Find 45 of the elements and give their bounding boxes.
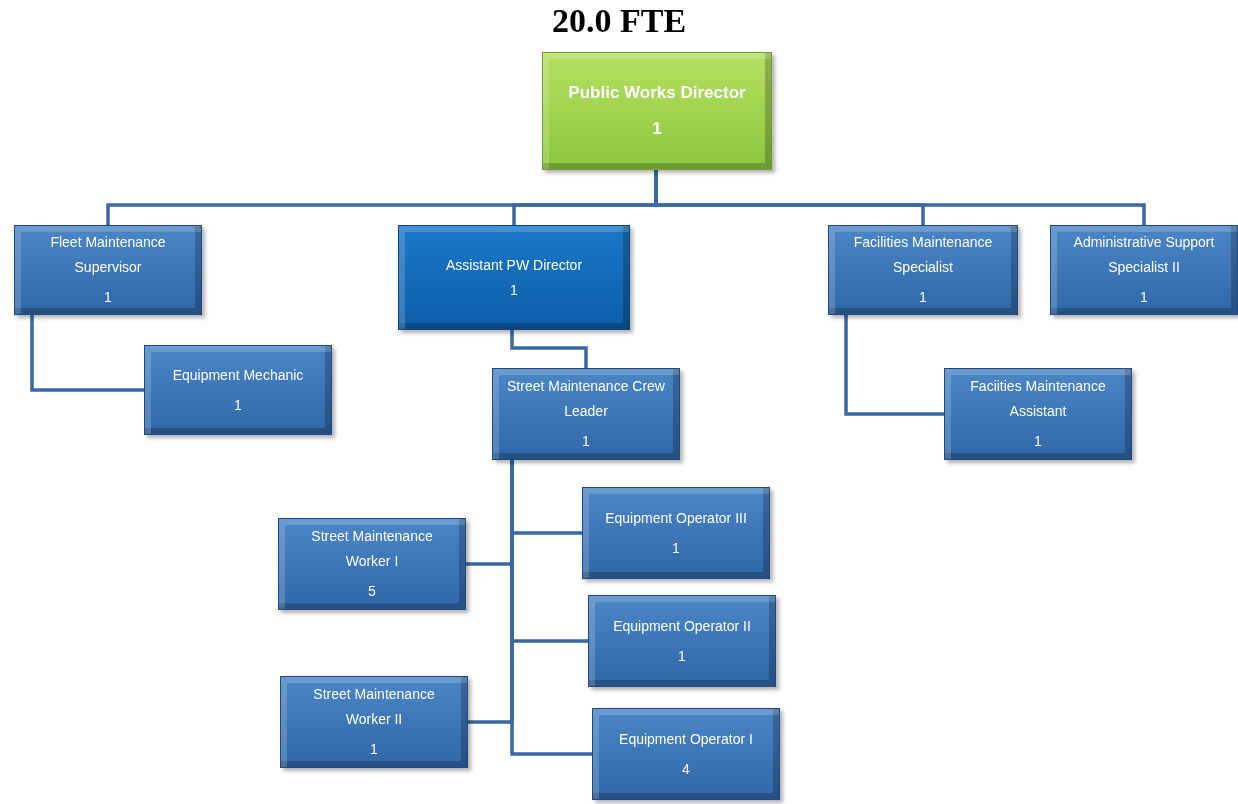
chart-title: 20.0 FTE	[550, 2, 688, 40]
position-box	[278, 518, 466, 610]
position-box	[542, 52, 772, 170]
position-title: Street Maintenance Worker I	[310, 527, 434, 571]
position-box	[14, 225, 202, 315]
position-title: Public Works Director	[568, 82, 746, 105]
connector-line	[510, 460, 592, 756]
headcount: 1	[234, 396, 242, 415]
headcount: 1	[678, 647, 686, 666]
headcount: 5	[368, 582, 376, 602]
position-box	[944, 368, 1132, 460]
position-box	[398, 225, 630, 330]
headcount: 1	[1034, 432, 1042, 452]
headcount: 1	[510, 280, 518, 300]
connector-line	[510, 330, 588, 368]
position-box	[1050, 225, 1238, 315]
position-box	[588, 595, 776, 687]
headcount: 1	[104, 288, 112, 308]
position-box	[828, 225, 1018, 315]
headcount: 1	[652, 118, 662, 140]
position-title: Faciities Maintenance Assistant	[969, 377, 1107, 421]
headcount: 1	[370, 740, 378, 760]
position-box	[592, 708, 780, 800]
position-title: Equipment Operator II	[613, 616, 751, 636]
position-box	[280, 676, 468, 768]
headcount: 1	[1140, 288, 1148, 308]
position-box	[582, 487, 770, 579]
connector-line	[654, 170, 1146, 225]
connector-line	[844, 315, 944, 416]
position-title: Street Maintenance Crew Leader	[506, 377, 666, 421]
position-box	[144, 345, 332, 435]
position-title: Equipment Operator I	[619, 729, 753, 749]
headcount: 4	[682, 760, 690, 779]
position-box	[492, 368, 680, 460]
position-title: Equipment Operator III	[605, 508, 747, 528]
position-title: Facilities Maintenance Specialist	[852, 233, 994, 277]
position-title: Fleet Maintenance Supervisor	[49, 233, 167, 277]
position-title: Assistant PW Director	[445, 256, 583, 275]
position-title: Street Maintenance Worker II	[312, 685, 436, 729]
position-title: Equipment Mechanic	[172, 365, 304, 385]
headcount: 1	[582, 432, 590, 452]
connector-line	[30, 315, 144, 392]
headcount: 1	[672, 539, 680, 558]
headcount: 1	[919, 288, 927, 308]
position-title: Administrative Support Specialist II	[1072, 233, 1216, 277]
